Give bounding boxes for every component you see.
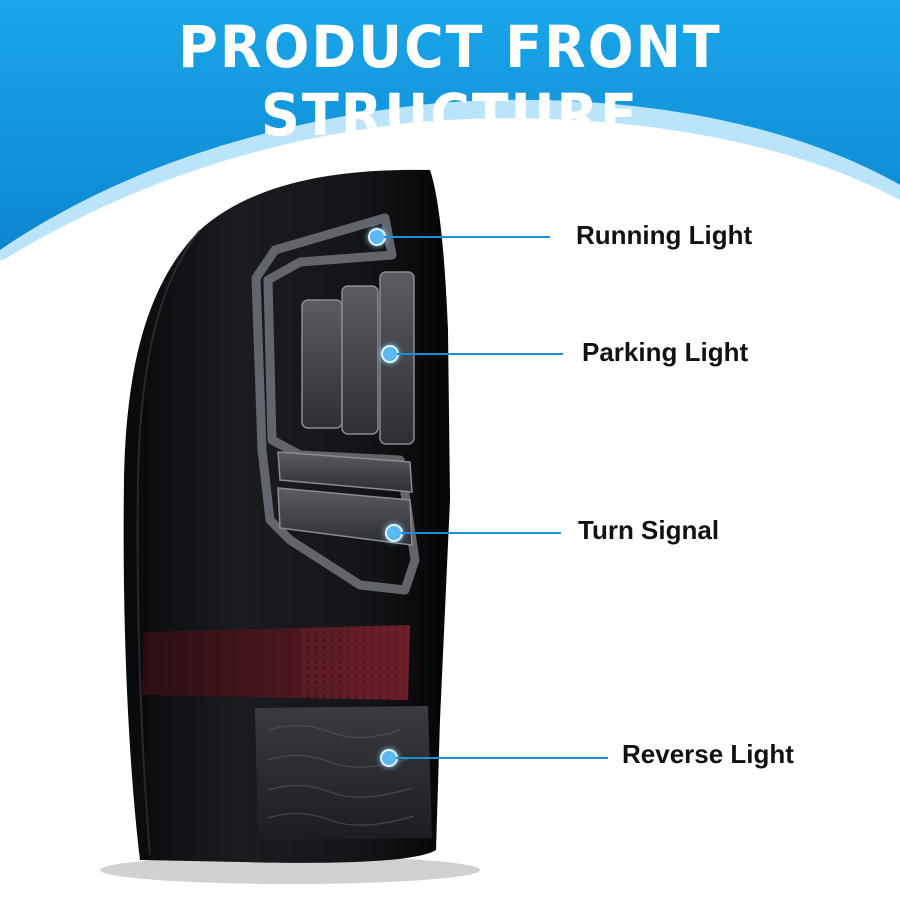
header-banner: [0, 0, 900, 260]
running-light-strip: [251, 213, 420, 595]
running-light-label: Running Light: [576, 220, 753, 250]
parking-light-leader: [397, 353, 563, 355]
page-title: PRODUCT FRONT STRUCTURE: [178, 12, 722, 150]
turn-signal-bar: [277, 487, 413, 546]
turn-signal-label: Turn Signal: [578, 515, 720, 545]
parking-light-label: Parking Light: [582, 337, 749, 367]
turn-signal-leader: [401, 532, 561, 534]
parking-light-bar: [301, 299, 343, 429]
reverse-light-section: [255, 706, 432, 840]
turn-signal-bar: [277, 451, 413, 493]
running-light-leader: [384, 236, 550, 238]
lamp-shadow: [100, 856, 480, 884]
brake-light-texture: [300, 625, 410, 700]
parking-light-bar: [341, 285, 379, 435]
reverse-light-leader: [396, 757, 608, 759]
reverse-light-label: Reverse Light: [622, 739, 794, 769]
lamp-edge-highlight: [136, 229, 201, 856]
